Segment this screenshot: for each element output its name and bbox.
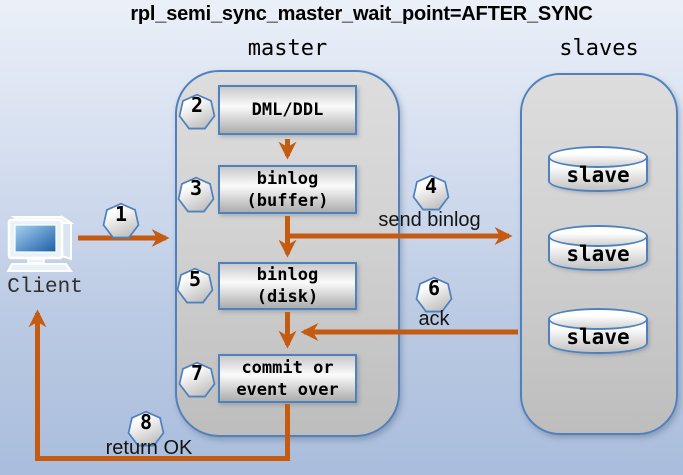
step-badge-4-number: 4 (424, 174, 438, 198)
client-label: Client (7, 276, 83, 299)
flow-box-dml-ddl-line1: DML/DDL (251, 100, 324, 120)
step-badge-5: 5 (175, 267, 215, 305)
master-group-label: master (247, 36, 328, 61)
slave-cylinder-2: slave (548, 225, 648, 275)
step-badge-6-number: 6 (427, 276, 441, 300)
flow-box-dml-ddl: DML/DDL (218, 85, 357, 135)
step-badge-1-number: 1 (114, 202, 128, 226)
step-badge-4: 4 (411, 174, 451, 212)
flow-box-commit-line1: commit or (241, 357, 334, 378)
client-computer-icon (6, 215, 75, 272)
slave-cylinder-1: slave (548, 146, 648, 196)
monitor-screen (14, 224, 57, 253)
slave-cylinder-2-label: slave (566, 242, 630, 266)
keyboard-base (6, 263, 73, 272)
flow-box-binlog-disk: binlog (disk) (218, 262, 357, 310)
step-badge-5-number: 5 (188, 267, 202, 291)
step-badge-3-number: 3 (189, 176, 203, 200)
diagram-title: rpl_semi_sync_master_wait_point=AFTER_SY… (130, 3, 593, 25)
slave-cylinder-3: slave (548, 308, 648, 358)
step-badge-6: 6 (414, 276, 454, 314)
database-icon (548, 225, 648, 247)
database-icon (548, 146, 648, 168)
ack-label: ack (418, 308, 450, 330)
flow-box-commit: commit or event over (218, 354, 357, 403)
flow-box-binlog-buffer-line1: binlog (256, 168, 319, 189)
step-badge-1: 1 (101, 202, 141, 240)
slave-cylinder-3-label: slave (566, 325, 630, 349)
return-ok-label: return OK (105, 437, 193, 459)
flow-box-binlog-disk-line1: binlog (256, 265, 319, 285)
slaves-group-label: slaves (559, 36, 639, 61)
step-badge-7-number: 7 (190, 361, 204, 385)
step-badge-2: 2 (177, 93, 217, 131)
step-badge-7: 7 (177, 361, 217, 399)
flow-box-commit-line2: event over (236, 379, 339, 400)
flow-box-binlog-disk-line2: (disk) (256, 287, 319, 307)
slave-cylinder-1-label: slave (566, 163, 630, 187)
step-badge-2-number: 2 (190, 93, 204, 117)
monitor-stand (27, 258, 45, 264)
flow-box-binlog-buffer: binlog (buffer) (218, 165, 357, 214)
flow-box-binlog-buffer-line2: (buffer) (246, 190, 329, 211)
step-badge-3: 3 (176, 176, 216, 214)
send-binlog-label: send binlog (378, 209, 481, 231)
database-icon (548, 308, 648, 330)
